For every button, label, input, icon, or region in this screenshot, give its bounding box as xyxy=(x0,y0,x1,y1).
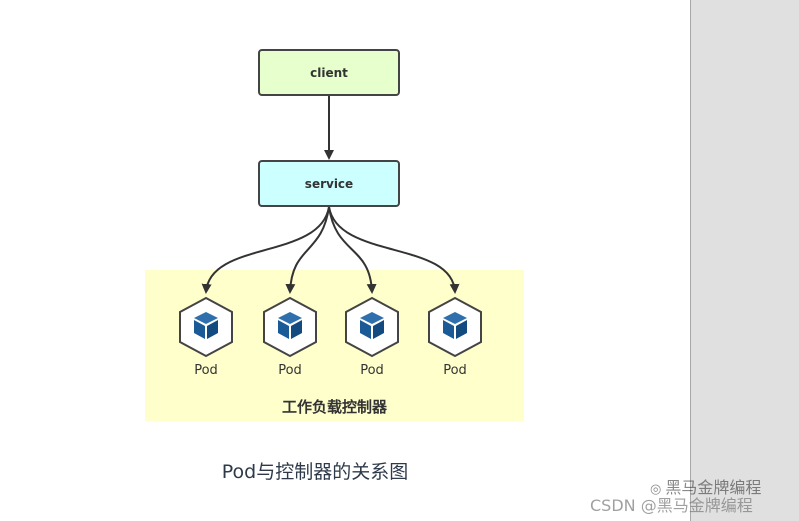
kubernetes-pod-icon xyxy=(179,296,233,358)
wechat-watermark: ◎黑马金牌编程 xyxy=(650,474,761,498)
pod-node-2: Pod xyxy=(260,296,320,386)
service-label: service xyxy=(304,176,354,191)
edge-service-pod-3 xyxy=(328,206,377,294)
pod-label: Pod xyxy=(278,363,302,378)
pod-node-3: Pod xyxy=(342,296,402,386)
wechat-watermark-text: 黑马金牌编程 xyxy=(665,478,762,497)
pod-node-4: Pod xyxy=(425,296,485,386)
client-label: client xyxy=(310,65,348,80)
csdn-watermark: CSDN @黑马金牌编程 xyxy=(590,496,753,515)
workload-controller-label: 工作负载控制器 xyxy=(281,398,387,416)
client-node: client xyxy=(258,49,400,96)
kubernetes-pod-icon xyxy=(263,296,317,358)
pod-label: Pod xyxy=(443,363,467,378)
wechat-icon: ◎ xyxy=(650,482,662,497)
service-node: service xyxy=(258,160,400,207)
right-side-panel xyxy=(690,0,799,521)
edge-service-pod-4 xyxy=(328,206,460,294)
pod-label: Pod xyxy=(194,363,218,378)
edge-service-pod-2 xyxy=(285,206,330,294)
pod-node-1: Pod xyxy=(176,296,236,386)
kubernetes-pod-icon xyxy=(345,296,399,358)
figure-caption: Pod与控制器的关系图 xyxy=(221,461,409,483)
pod-label: Pod xyxy=(360,363,384,378)
edge-service-pod-1 xyxy=(201,206,330,294)
kubernetes-pod-icon xyxy=(428,296,482,358)
